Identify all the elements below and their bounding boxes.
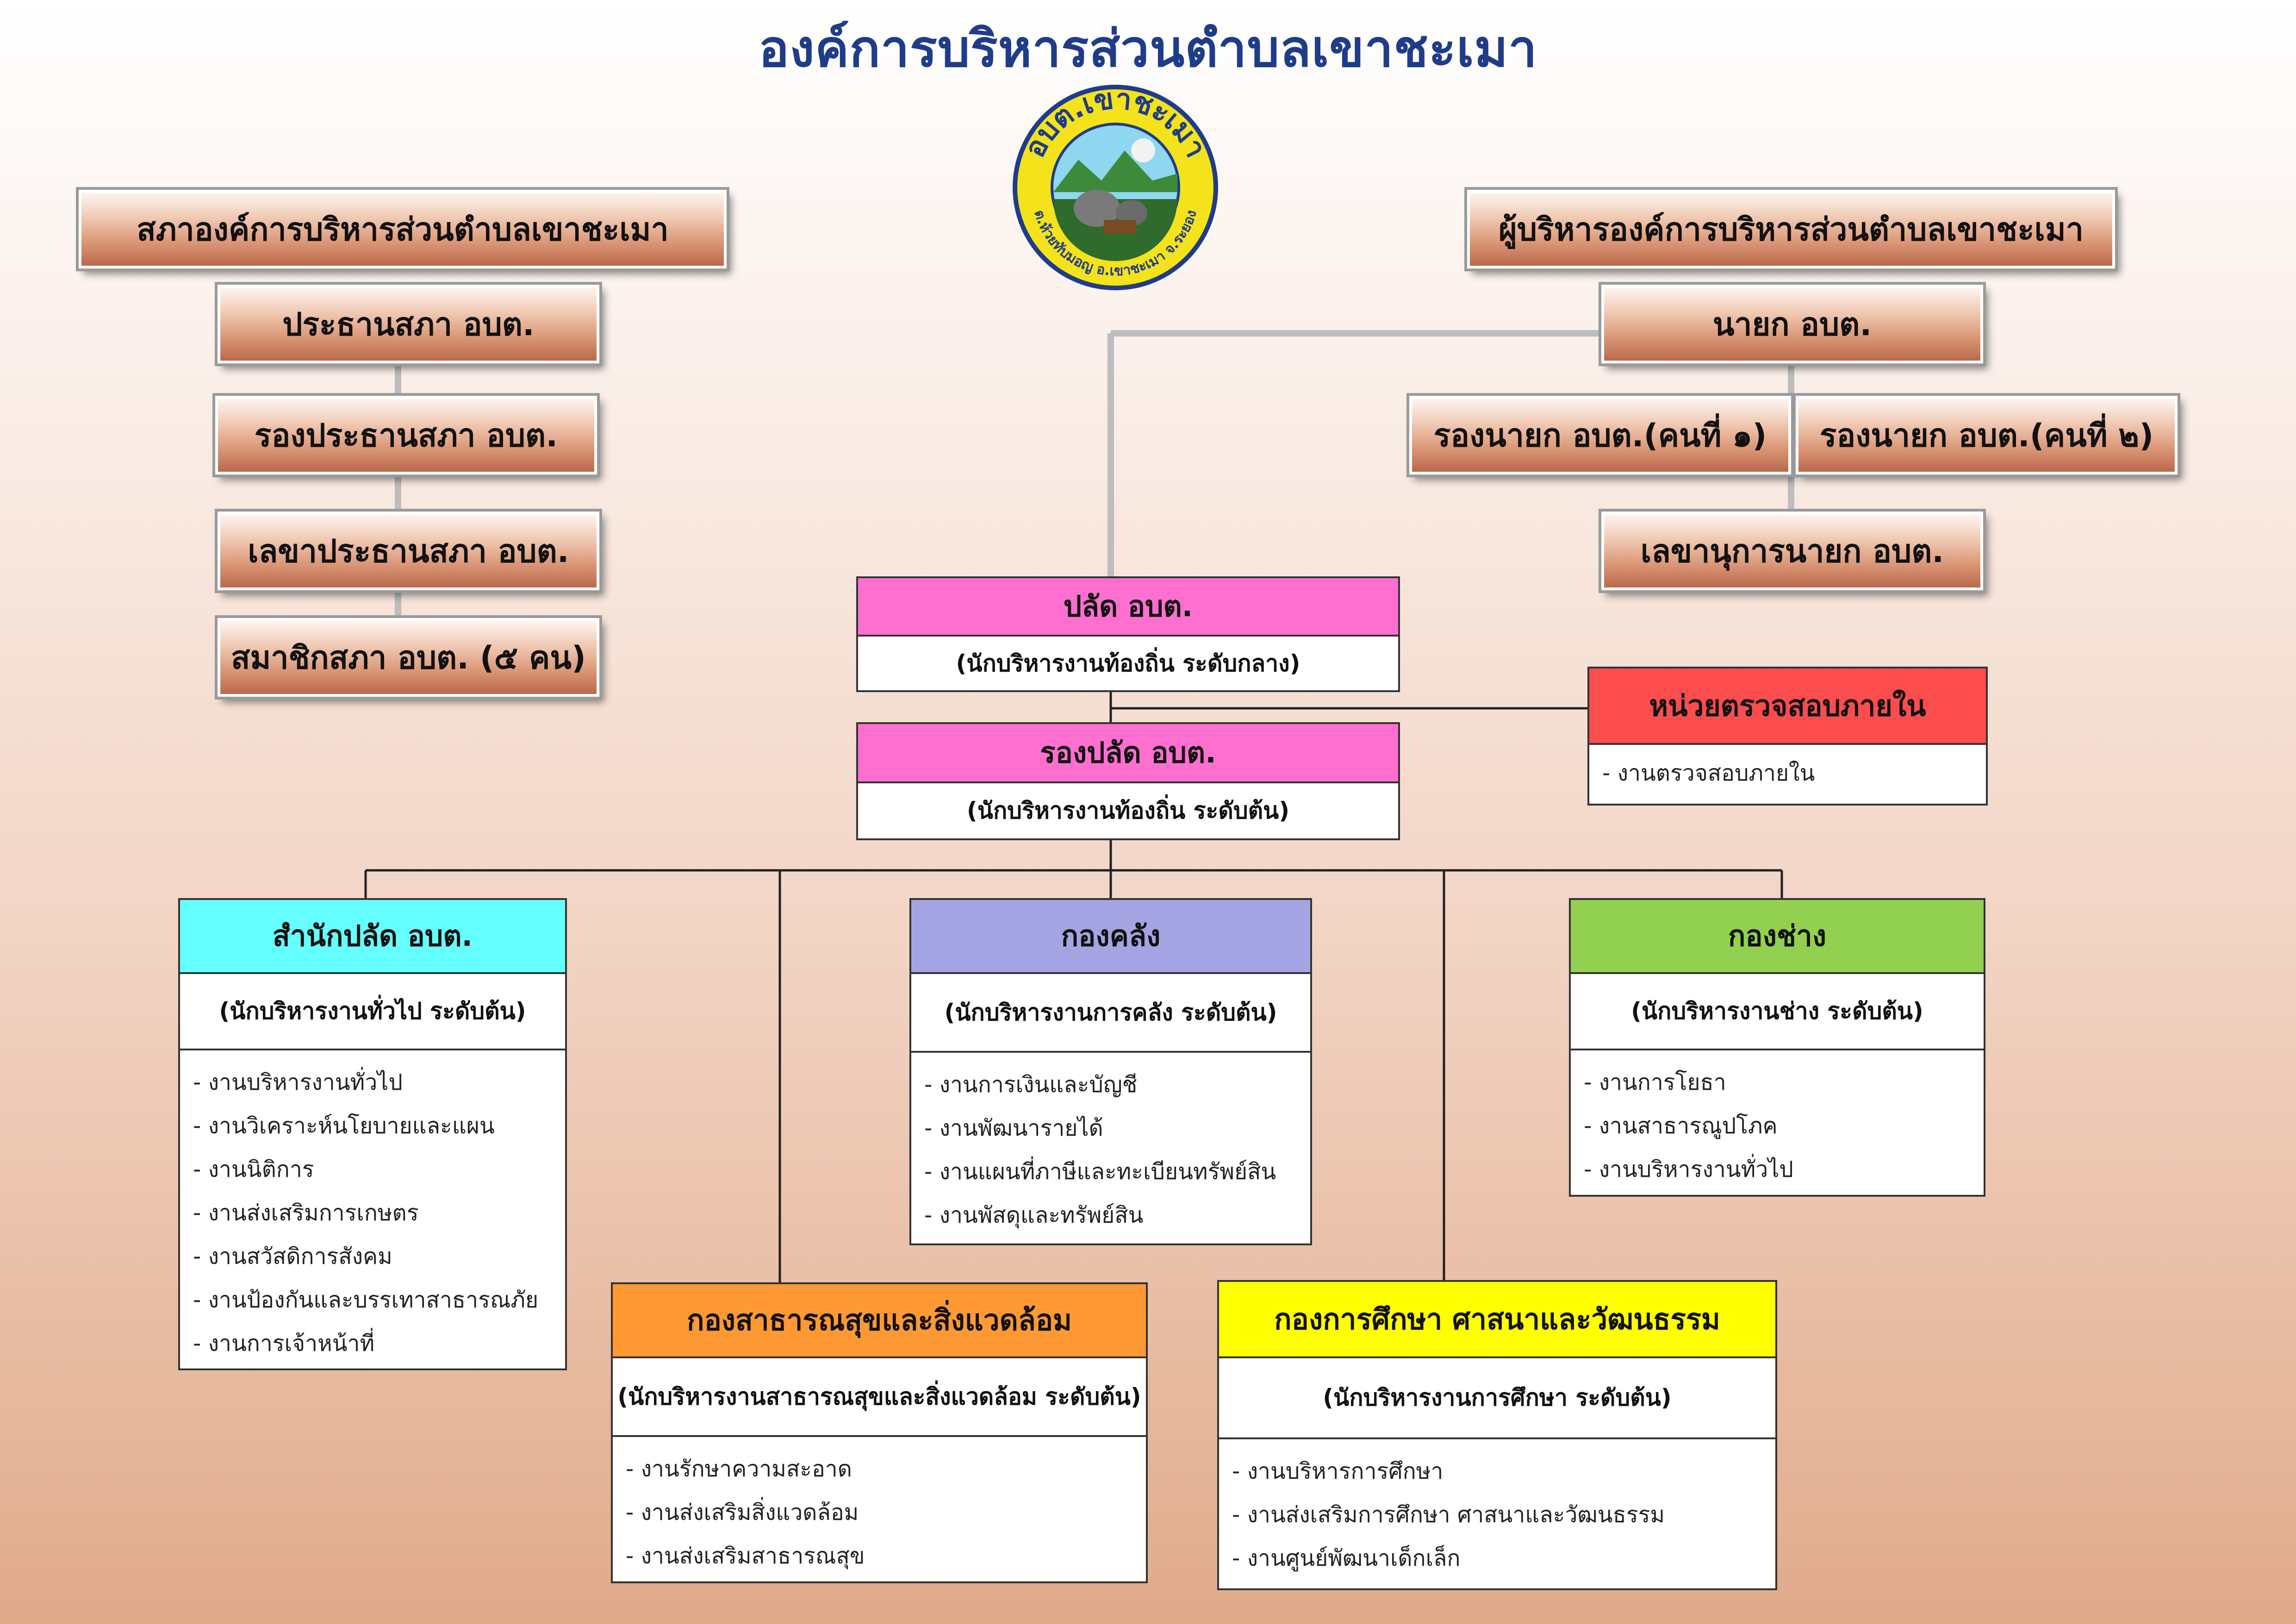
dept-engineering-item: - งานการโยธา [1584, 1069, 1726, 1095]
dept-office-item: - งานป้องกันและบรรเทาสาธารณภัย [193, 1287, 539, 1313]
dept-engineering-sub: (นักบริหารงานช่าง ระดับต้น) [1571, 974, 1984, 1050]
dept-health-item: - งานส่งเสริมสิ่งแวดล้อม [626, 1499, 859, 1525]
palat-title: ปลัด อบต. [858, 578, 1398, 637]
dept-finance-item: - งานพัฒนารายได้ [924, 1115, 1103, 1141]
dept-engineering-item: - งานสาธารณูปโภค [1584, 1113, 1778, 1139]
dept-office-item: - งานวิเคราะห์นโยบายและแผน [193, 1113, 495, 1139]
internal-audit-box: หน่วยตรวจสอบภายใน - งานตรวจสอบภายใน [1587, 667, 1988, 806]
dept-education-sub: (นักบริหารงานการศึกษา ระดับต้น) [1219, 1358, 1775, 1439]
council-secretary-box: เลขาประธานสภา อบต. [215, 509, 602, 593]
council-chair-box: ประธานสภา อบต. [215, 282, 602, 366]
council-header-box: สภาองค์การบริหารส่วนตำบลเขาชะเมา [76, 187, 729, 271]
page-title: องค์การบริหารส่วนตำบลเขาชะเมา [759, 19, 1537, 78]
internal-audit-title: หน่วยตรวจสอบภายใน [1589, 668, 1986, 745]
deputy-mayor-1-box: รองนายก อบต.(คนที่ ๑) [1406, 393, 1794, 477]
dept-finance-item: - งานพัสดุและทรัพย์สิน [924, 1202, 1144, 1228]
dept-education-item: - งานบริหารการศึกษา [1232, 1458, 1444, 1484]
dept-education-item: - งานส่งเสริมการศึกษา ศาสนาและวัฒนธรรม [1232, 1502, 1665, 1528]
dept-engineering-box: กองช่าง (นักบริหารงานช่าง ระดับต้น) - งา… [1569, 898, 1985, 1197]
mayor-secretary-box: เลขานุการนายก อบต. [1599, 509, 1986, 593]
dept-health-item: - งานส่งเสริมสาธารณสุข [626, 1543, 865, 1569]
palat-sub: (นักบริหารงานท้องถิ่น ระดับกลาง) [956, 650, 1300, 677]
dept-office-box: สำนักปลัด อบต. (นักบริหารงานทั่วไป ระดับ… [178, 898, 567, 1370]
dept-finance-item: - งานการเงินและบัญชี [924, 1072, 1138, 1098]
dept-office-sub: (นักบริหารงานทั่วไป ระดับต้น) [180, 974, 565, 1050]
rong-palat-box: รองปลัด อบต. (นักบริหารงานท้องถิ่น ระดับ… [856, 722, 1400, 840]
dept-health-sub: (นักบริหารงานสาธารณสุขและสิ่งแวดล้อม ระด… [613, 1358, 1146, 1437]
dept-education-item: - งานศูนย์พัฒนาเด็กเล็ก [1232, 1545, 1461, 1571]
palat-box: ปลัด อบต. (นักบริหารงานท้องถิ่น ระดับกลา… [856, 576, 1400, 692]
dept-finance-box: กองคลัง (นักบริหารงานการคลัง ระดับต้น) -… [909, 898, 1312, 1245]
mayor-box: นายก อบต. [1599, 282, 1986, 366]
dept-office-item: - งานนิติการ [193, 1156, 314, 1182]
rong-palat-sub: (นักบริหารงานท้องถิ่น ระดับต้น) [966, 797, 1290, 824]
organization-seal-logo: อบต.เขาชะเมา ต.ห้วยทับมอญ อ.เขาชะเมา จ.ร… [1013, 81, 1218, 290]
dept-health-box: กองสาธารณสุขและสิ่งแวดล้อม (นักบริหารงาน… [611, 1282, 1148, 1583]
audit-item: - งานตรวจสอบภายใน [1602, 760, 1815, 786]
dept-engineering-item: - งานบริหารงานทั่วไป [1584, 1156, 1793, 1182]
dept-finance-sub: (นักบริหารงานการคลัง ระดับต้น) [911, 974, 1310, 1053]
dept-finance-item: - งานแผนที่ภาษีและทะเบียนทรัพย์สิน [924, 1159, 1276, 1185]
dept-office-item: - งานส่งเสริมการเกษตร [193, 1200, 419, 1226]
rong-palat-title: รองปลัด อบต. [858, 724, 1398, 783]
deputy-mayor-2-box: รองนายก อบต.(คนที่ ๒) [1793, 393, 2180, 477]
council-vice-chair-box: รองประธานสภา อบต. [212, 393, 600, 477]
dept-health-title: กองสาธารณสุขและสิ่งแวดล้อม [613, 1284, 1146, 1358]
council-members-box: สมาชิกสภา อบต. (๕ คน) [215, 615, 602, 700]
dept-education-title: กองการศึกษา ศาสนาและวัฒนธรรม [1219, 1282, 1775, 1358]
executive-header-box: ผู้บริหารองค์การบริหารส่วนตำบลเขาชะเมา [1464, 187, 2118, 271]
dept-education-box: กองการศึกษา ศาสนาและวัฒนธรรม (นักบริหารง… [1217, 1280, 1777, 1590]
dept-office-item: - งานการเจ้าหน้าที่ [193, 1330, 375, 1356]
dept-finance-title: กองคลัง [911, 900, 1310, 974]
dept-office-title: สำนักปลัด อบต. [180, 900, 565, 974]
dept-office-item: - งานสวัสดิการสังคม [193, 1243, 392, 1269]
dept-engineering-title: กองช่าง [1571, 900, 1984, 974]
dept-office-item: - งานบริหารงานทั่วไป [193, 1069, 403, 1095]
dept-health-item: - งานรักษาความสะอาด [626, 1456, 852, 1482]
